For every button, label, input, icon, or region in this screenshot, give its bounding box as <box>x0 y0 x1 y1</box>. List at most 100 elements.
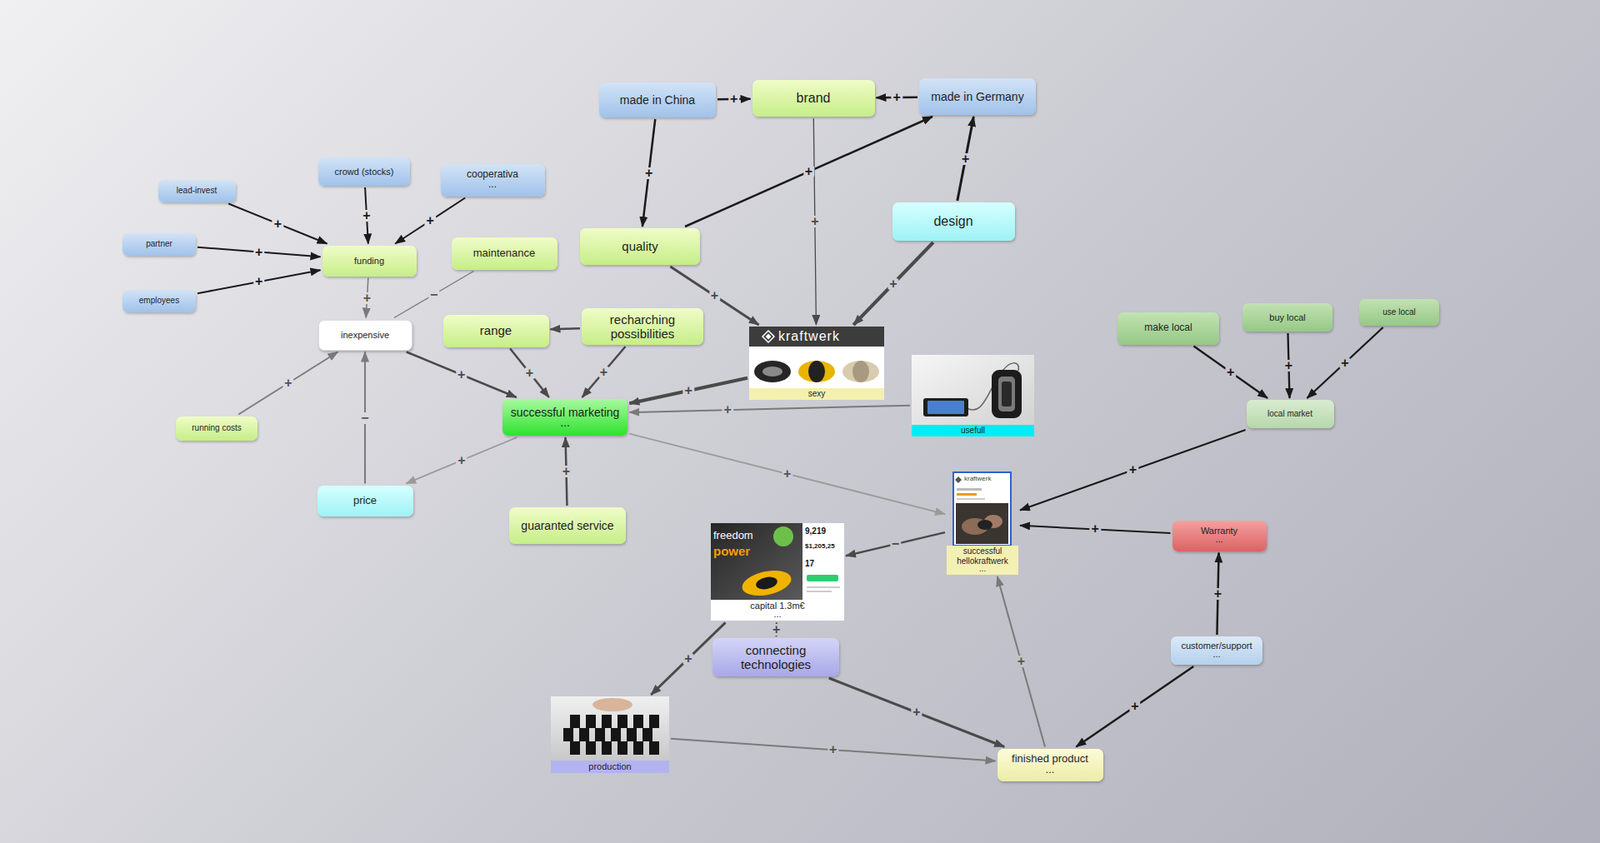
logo-text: kraftwerk <box>778 329 840 345</box>
edge-sign: + <box>1283 360 1295 372</box>
node-text: usefull <box>913 425 1033 436</box>
edge-sign: + <box>1127 464 1139 476</box>
node-text: range <box>480 323 512 338</box>
product-photo <box>749 326 885 389</box>
edge-sign: + <box>709 290 720 302</box>
connector <box>829 678 1005 748</box>
caption-bar: capital 1.3m€... <box>710 600 845 621</box>
node-text: made in China <box>620 93 695 107</box>
logo-text: kraftwerk <box>964 475 991 484</box>
concept-box: local market <box>1246 400 1335 429</box>
node-text: brand <box>796 90 831 106</box>
image-node: usefull <box>911 355 1035 437</box>
node-text: maintenance <box>473 247 535 260</box>
concept-box: range <box>443 315 550 348</box>
edge-sign: + <box>891 91 903 104</box>
node-text: capital 1.3m€ <box>712 600 843 612</box>
connector <box>1193 346 1268 400</box>
connector <box>238 352 338 415</box>
connector <box>629 434 945 515</box>
edge-sign: + <box>827 744 839 756</box>
edge-sign: + <box>887 278 899 290</box>
edge-sign: + <box>728 93 740 105</box>
image-area <box>749 326 885 389</box>
node-text: ... <box>560 419 570 430</box>
connector <box>510 349 550 399</box>
connector <box>406 352 517 399</box>
edge-sign: + <box>524 367 535 380</box>
image-area <box>550 696 670 761</box>
connector <box>405 437 517 485</box>
concept-box: design <box>892 202 1015 241</box>
image-node: production <box>550 696 670 774</box>
image-node: capital 1.3m€... <box>710 523 845 621</box>
connector <box>228 204 327 245</box>
node-text: crowd (stocks) <box>335 166 395 178</box>
edge-sign: + <box>1339 357 1350 370</box>
concept-box: funding <box>322 245 417 277</box>
edge-sign: − <box>428 289 440 301</box>
edge-sign: − <box>359 412 370 425</box>
photo-text: power <box>713 545 750 560</box>
node-text: design <box>933 214 973 230</box>
node-text: inexpensive <box>340 330 390 341</box>
connector <box>197 270 321 294</box>
connector <box>395 198 465 245</box>
photo-text: freedom <box>713 530 754 542</box>
crowdfunding-screenshot <box>710 523 845 600</box>
node-text: connecting technologies <box>720 643 831 673</box>
concept-box: partner <box>122 233 196 256</box>
concept-box: use local <box>1359 299 1440 326</box>
connector <box>1020 430 1246 510</box>
node-text: recharching possibilities <box>590 312 695 342</box>
image-node: successful hellokraftwerk... <box>946 472 1019 575</box>
node-text: funding <box>354 255 385 267</box>
edge-sign: + <box>960 153 971 165</box>
charger-photo <box>911 355 1035 425</box>
edge-sign: + <box>253 246 265 259</box>
node-text: employees <box>139 295 180 306</box>
edge-sign: + <box>683 385 695 397</box>
edge-sign: + <box>455 455 467 467</box>
stat-number: 17 <box>805 559 815 569</box>
edge-sign: + <box>643 167 655 180</box>
edge-sign: + <box>425 215 436 227</box>
node-text: finished product <box>1011 753 1089 766</box>
connector <box>997 576 1045 748</box>
edge-sign: + <box>1225 366 1236 379</box>
connector <box>629 405 910 413</box>
edge-sign: + <box>682 653 694 665</box>
node-text: ... <box>948 565 1017 575</box>
edge-sign: + <box>781 468 793 480</box>
edge-sign: + <box>560 465 572 478</box>
node-text: price <box>353 495 377 508</box>
node-text: successful marketing <box>510 405 620 420</box>
edge-sign: + <box>1212 588 1224 600</box>
node-text: ... <box>712 611 843 621</box>
node-text: make local <box>1144 322 1192 335</box>
edge-sign: + <box>1129 700 1140 713</box>
concept-box: quality <box>580 228 700 265</box>
image-area <box>946 472 1019 546</box>
concept-box: buy local <box>1242 303 1333 332</box>
edge-sign: + <box>770 624 782 636</box>
concept-box: made in China <box>599 82 716 118</box>
connector <box>957 116 975 201</box>
edge-sign: + <box>1015 655 1027 668</box>
node-text: sexy <box>750 389 883 400</box>
concept-box: maintenance <box>451 237 558 270</box>
image-node: sexy <box>749 326 885 400</box>
image-area <box>710 523 845 600</box>
node-text: local market <box>1267 409 1313 420</box>
edge-sign: + <box>598 366 610 379</box>
stat-number: $1,205,25 <box>805 543 835 551</box>
node-text: ... <box>1045 765 1055 776</box>
concept-box: inexpensive <box>318 320 413 351</box>
production-photo <box>550 696 670 761</box>
node-text: guaranted service <box>520 519 614 533</box>
connector <box>550 328 581 330</box>
edge-sign: + <box>455 369 467 381</box>
concept-box: lead-invest <box>158 180 236 203</box>
node-text: cooperativa <box>466 169 519 181</box>
